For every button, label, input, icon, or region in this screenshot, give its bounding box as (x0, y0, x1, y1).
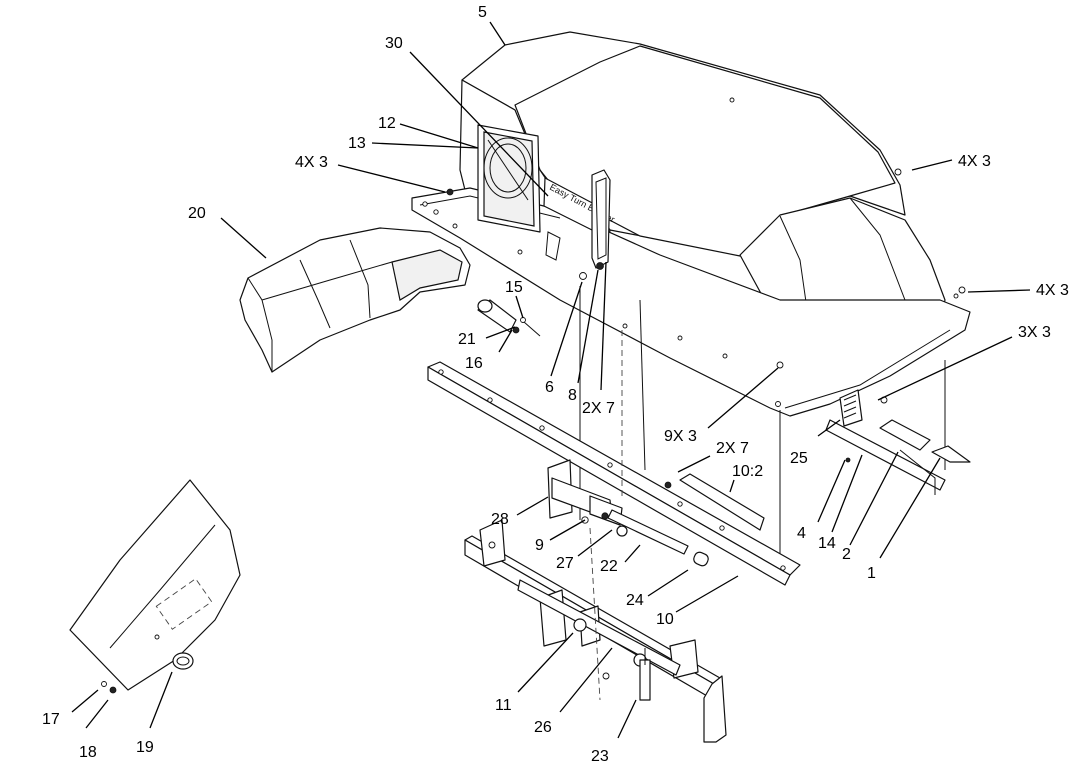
callout-27: 27 (556, 555, 574, 572)
callout-4x3-top-right: 4X 3 (958, 153, 991, 170)
callout-17: 17 (42, 711, 60, 728)
callout-2x7-a: 2X 7 (582, 400, 615, 417)
callout-2x7-b: 2X 7 (716, 440, 749, 457)
callout-16: 16 (465, 355, 483, 372)
callout-9: 9 (535, 537, 544, 554)
callout-19: 19 (136, 739, 154, 756)
callout-28: 28 (491, 511, 509, 528)
pivot-rod (607, 509, 709, 567)
callout-14: 14 (818, 535, 836, 552)
callout-3x3: 3X 3 (1018, 324, 1051, 341)
decal-and-latch: Easy Turn Bagger (543, 169, 616, 280)
callout-5: 5 (478, 4, 487, 21)
callout-22: 22 (600, 558, 618, 575)
callout-24: 24 (626, 592, 644, 609)
callout-10-2: 10:2 (732, 463, 763, 480)
callout-4x3-left: 4X 3 (295, 154, 328, 171)
callout-23: 23 (591, 748, 609, 765)
callout-2: 2 (842, 546, 851, 563)
callout-4: 4 (797, 525, 806, 542)
side-panel (69, 479, 241, 694)
callout-18: 18 (79, 744, 97, 761)
callout-1: 1 (867, 565, 876, 582)
mounting-rail (427, 330, 801, 586)
callout-6: 6 (545, 379, 554, 396)
mounting-frame (464, 519, 727, 743)
liner-strip (679, 473, 765, 531)
callout-8: 8 (568, 387, 577, 404)
callout-15: 15 (505, 279, 523, 296)
callout-21: 21 (458, 331, 476, 348)
callout-labels: 5 30 12 13 4X 3 20 4X 3 4X 3 3X 3 15 21 … (42, 4, 1069, 765)
latch-bracket-assembly (825, 389, 971, 495)
callout-11: 11 (495, 697, 512, 714)
leader-lines (71, 21, 1031, 739)
callout-30: 30 (385, 35, 403, 52)
fasteners (446, 168, 966, 489)
discharge-chute (239, 227, 471, 373)
callout-4x3-right: 4X 3 (1036, 282, 1069, 299)
callout-9x3: 9X 3 (664, 428, 697, 445)
callout-13: 13 (348, 135, 366, 152)
knob-assembly (477, 299, 541, 337)
callout-25: 25 (790, 450, 808, 467)
callout-20: 20 (188, 205, 206, 222)
chute-opening (477, 124, 541, 233)
callout-12: 12 (378, 115, 396, 132)
callout-26: 26 (534, 719, 552, 736)
callout-10: 10 (656, 611, 674, 628)
